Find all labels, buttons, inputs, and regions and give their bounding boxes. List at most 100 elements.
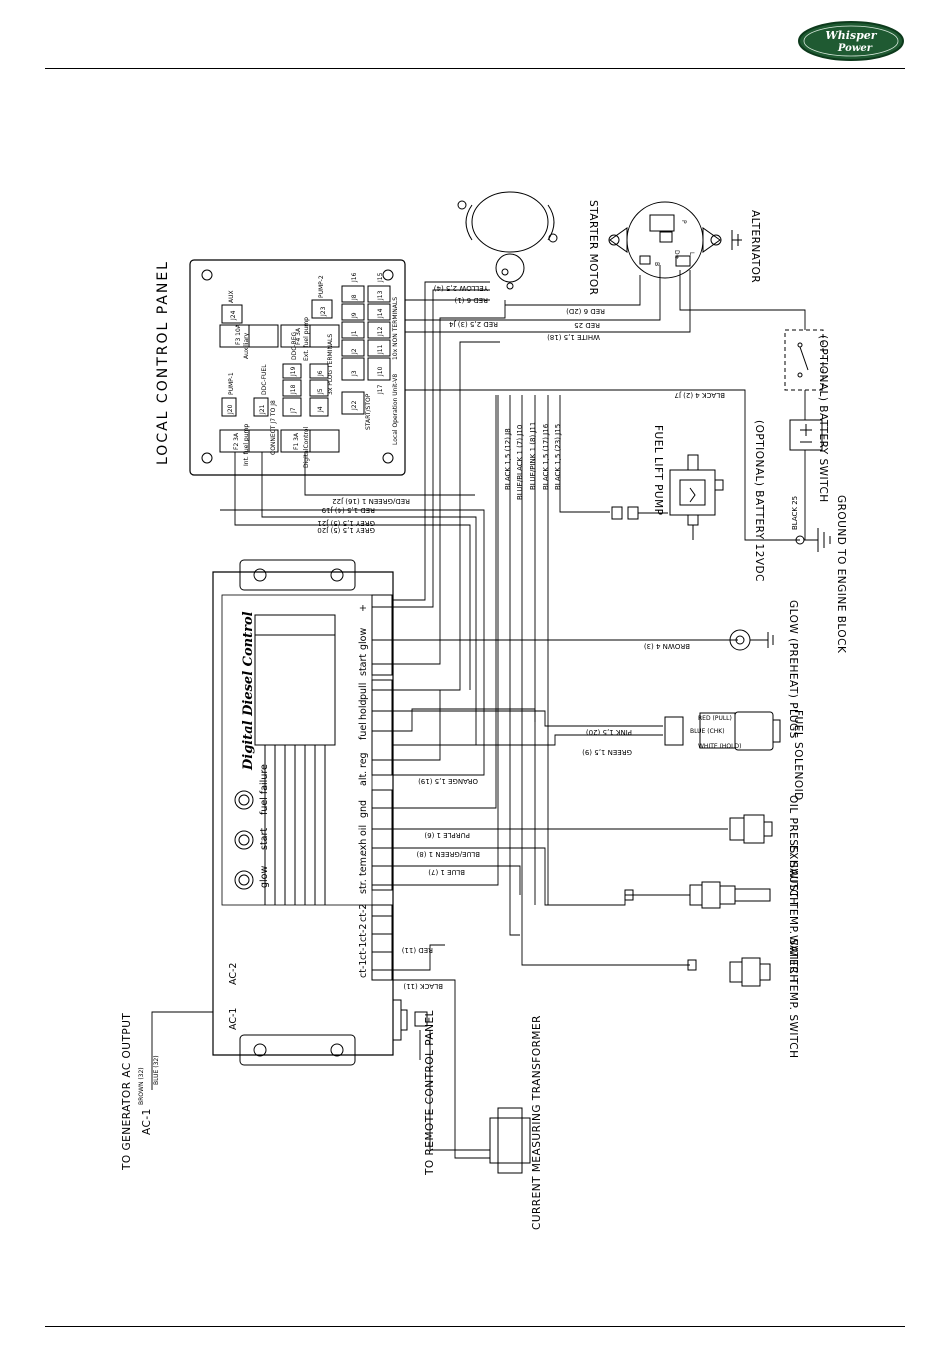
wire-w5: RED 25 — [574, 321, 600, 329]
wire-w23: BLUE 1 (7) — [428, 868, 465, 876]
wire-w14: RED 1,5 (4) J19 — [322, 506, 375, 514]
oil-pressure-switch — [729, 814, 773, 844]
label-ddcfuel: DDC-FUEL — [261, 364, 268, 395]
fuse-f3: F3 10A — [235, 323, 242, 345]
label-generator: TO GENERATOR AC OUTPUT — [121, 1013, 133, 1171]
alt-b: B — [653, 262, 660, 266]
term-tem: tem. — [358, 854, 369, 876]
wire-w13: RED/GREEN 1 (16) J22 — [332, 497, 410, 505]
label-nonterm: 10x NON TERMINALS — [392, 297, 399, 360]
jack-j20: J20 — [227, 404, 234, 415]
jack-j23: J23 — [320, 306, 327, 317]
controller-labels: Digital Diesel Control glow start fuel f… — [228, 604, 369, 1030]
jack-j7: J7 — [290, 407, 297, 414]
wire-w2: RED 6 (1) — [454, 296, 488, 304]
wire-w22: BLUE/GREEN 1 (8) — [416, 850, 480, 858]
jack-j17: J17 — [377, 384, 384, 395]
label-localop: Local Operation Unit-V8 — [392, 374, 399, 445]
jack-j14: J14 — [377, 308, 384, 319]
controller-title: Digital Diesel Control — [241, 611, 256, 771]
footer-rule — [45, 1326, 905, 1327]
alternator-term-labels: B D+ P L — [653, 220, 695, 266]
label-connect: CONNECT J7 TO J8 — [270, 400, 277, 455]
jack-j18: J18 — [290, 384, 297, 395]
jack-j16: J16 — [351, 272, 358, 283]
component-labels: LOCAL CONTROL PANEL STARTER MOTOR ALTERN… — [121, 200, 847, 1230]
sol-hold: BLUE (CHK) — [690, 728, 725, 735]
label-glow: GLOW (PREHEAT) PLUGS — [787, 600, 799, 739]
water-temp-switch — [687, 957, 771, 987]
wire-w24: RED (11) — [401, 946, 433, 954]
label-battery-switch: (OPTIONAL) BATTERY SWITCH — [817, 335, 829, 503]
wire-w7: BLACK 4 (2) J7 — [674, 391, 725, 399]
jack-j24: J24 — [230, 310, 237, 321]
jack-j21: J21 — [259, 404, 266, 415]
term-ct2-a: ct-2 — [358, 904, 369, 922]
wire-w8: BLACK 1,5 (12) J8 — [504, 428, 512, 490]
label-battery: (OPTIONAL) BATTERY 12VDC — [753, 420, 765, 582]
logo-line-1: Whisper — [825, 29, 877, 42]
fuel-solenoid — [664, 711, 781, 751]
starter-motor — [457, 191, 558, 290]
term-fuel: fuel — [358, 722, 369, 740]
ac2-label: AC-2 — [228, 963, 239, 985]
wire-w25: BLACK (11) — [403, 982, 443, 990]
wire-w19: GREEN 1,5 (9) — [582, 748, 632, 756]
label-water: WATER TEMP. SWITCH — [787, 935, 799, 1059]
wire-w1: YELLOW 2,5 (4) — [434, 284, 489, 292]
jack-j22: J22 — [351, 400, 358, 411]
term-ct1-a: ct-1 — [358, 942, 369, 960]
alt-d: D+ — [673, 250, 680, 260]
term-start: start — [358, 654, 369, 676]
jack-j3: J3 — [351, 370, 358, 377]
term-reg: reg — [358, 752, 369, 768]
wire-w6: WHITE 1,5 (18) — [547, 333, 600, 341]
term-gnd: gnd — [358, 800, 369, 818]
current-transformer — [414, 1011, 531, 1174]
label-remote: TO REMOTE CONTROL PANEL — [424, 1010, 436, 1176]
wire-w18: PINK 1,5 (20) — [586, 728, 632, 736]
wire-w21: PURPLE 1 (6) — [424, 831, 470, 839]
term-oil: oil — [358, 825, 369, 836]
label-exhaust: EXHAUST TEMP. SWITCH — [787, 845, 799, 983]
wire-w12: BLACK 1,5 (23) J15 — [554, 424, 562, 490]
led-label-fuel: fuel failure — [259, 764, 270, 815]
fuse-f2: F2 3A — [233, 432, 240, 450]
jack-j9: J9 — [351, 312, 358, 319]
wire-w10: BLUE/PINK 1 (8) J11 — [529, 422, 537, 490]
label-local-control-panel: LOCAL CONTROL PANEL — [155, 260, 171, 465]
glow-plug — [729, 629, 774, 651]
jack-j2: J2 — [351, 348, 358, 355]
alt-l: L — [688, 252, 695, 256]
alternator — [608, 201, 742, 279]
fuse-f1: F1 3A — [293, 432, 300, 450]
wire-w3: RED 2,5 (3) J4 — [449, 320, 498, 328]
label-aux: AUX — [228, 290, 235, 303]
whisper-power-logo: Whisper Power — [798, 21, 904, 61]
jack-j5: J5 — [317, 388, 324, 395]
term-hold: hold — [358, 699, 369, 720]
label-starter: STARTER MOTOR — [587, 200, 599, 295]
fuse-f2-desc: Int. fuel pump — [243, 424, 250, 466]
wire-w11: BLACK 1,5 (17) J16 — [542, 423, 550, 490]
sol-pull: RED (PULL) — [698, 715, 732, 722]
solenoid-labels: RED (PULL) BLUE (CHK) WHITE (HOLD) — [690, 715, 741, 750]
wire-w9: BLUE/BLACK 1 (7) J10 — [516, 425, 524, 500]
wire-w26: BLACK 25 — [791, 496, 799, 530]
label-fuel-pump: FUEL LIFT PUMP — [652, 425, 664, 516]
label-oil: OIL PRESS. SWITCH — [787, 795, 799, 906]
label-blue: BLUE (32) — [153, 1055, 160, 1085]
jack-j6: J6 — [317, 370, 324, 377]
fuse-f3-desc: Auxiliary — [243, 332, 250, 359]
header-rule — [45, 68, 905, 69]
battery-switch — [784, 329, 824, 391]
wire-w17: BROWN 4 (3) — [644, 642, 690, 650]
term-pull: pull — [358, 683, 369, 700]
led-label-glow: glow — [259, 866, 270, 888]
jack-j11: J11 — [377, 344, 384, 355]
jack-j4: J4 — [317, 406, 324, 413]
wire-labels: YELLOW 2,5 (4) RED 6 (1) RED 2,5 (3) J4 … — [317, 284, 799, 990]
ac1-label: AC-1 — [228, 1008, 239, 1030]
jack-j13: J13 — [377, 290, 384, 301]
